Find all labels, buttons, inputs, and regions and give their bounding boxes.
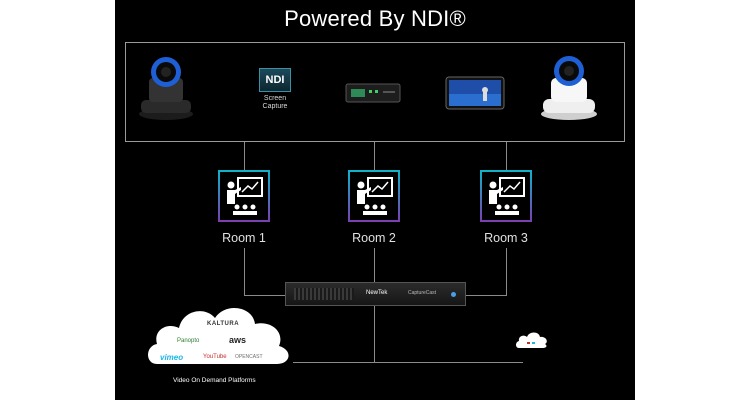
opencast-logo: OPENCAST — [235, 354, 263, 360]
server-vent — [294, 288, 354, 300]
vimeo-logo: vimeo — [160, 353, 184, 362]
capturecast-server: NewTek CaptureCast — [285, 282, 466, 306]
connector-line — [244, 248, 245, 295]
ptz-camera-icon — [541, 56, 597, 120]
vod-platforms-caption: Video On Demand Platforms — [173, 377, 256, 384]
connector-line — [293, 362, 523, 363]
room-icon — [218, 170, 270, 222]
panopto-logo: Panopto — [177, 338, 200, 344]
connector-line — [244, 295, 286, 296]
connector-line — [374, 248, 375, 284]
connector-line — [374, 306, 375, 362]
ndi-screen-capture: NDI Screen Capture — [255, 68, 295, 111]
room-label: Room 3 — [484, 231, 528, 245]
cloud-icon — [148, 307, 289, 364]
encoder-device-icon — [345, 83, 401, 103]
presentation-teacher-icon — [489, 177, 525, 215]
room-icon — [348, 170, 400, 222]
kaltura-logo: KALTURA — [207, 321, 240, 327]
presentation-teacher-icon — [357, 177, 393, 215]
connector-line — [244, 142, 245, 170]
ndi-logo: NDI — [259, 68, 291, 92]
diagram-title: Powered By NDI® — [284, 6, 466, 31]
connector-line — [506, 248, 507, 295]
tablet-device-icon — [445, 76, 505, 110]
room-label: Room 1 — [222, 231, 266, 245]
sources-frame — [125, 42, 625, 142]
youtube-logo: YouTube — [203, 354, 227, 360]
connector-line — [465, 295, 507, 296]
aws-logo: aws — [229, 335, 247, 345]
presentation-teacher-icon — [227, 177, 263, 215]
server-brand: NewTek — [366, 290, 388, 296]
server-led — [451, 292, 456, 297]
screen-capture-label: Screen Capture — [262, 95, 288, 110]
room-label: Room 2 — [352, 231, 396, 245]
connector-line — [374, 142, 375, 170]
server-model: CaptureCast — [408, 290, 437, 296]
connector-line — [506, 142, 507, 170]
room-icon — [480, 170, 532, 222]
cloud-icon — [516, 332, 547, 348]
diagram-canvas: Powered By NDI® NDI Screen Capture — [115, 0, 635, 400]
ptz-camera-icon — [139, 57, 193, 120]
